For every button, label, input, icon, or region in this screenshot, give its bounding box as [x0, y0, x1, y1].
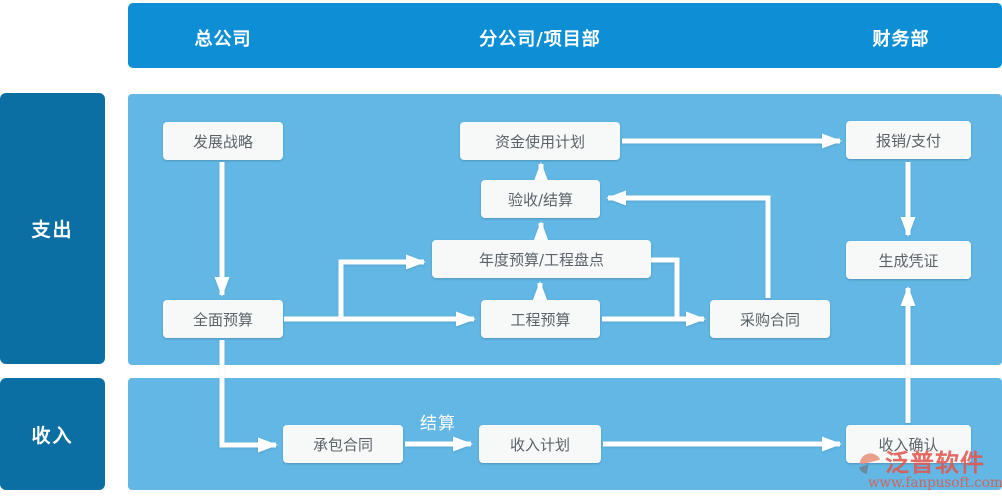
- node-contracting-contract: 承包合同: [283, 425, 403, 463]
- column-finance-dept: 财务部: [872, 29, 930, 50]
- node-acceptance-settlement: 验收/结算: [481, 180, 600, 218]
- watermark-brand: 泛普软件: [885, 448, 985, 477]
- node-comprehensive-budget: 全面预算: [163, 300, 283, 338]
- header-bar: [128, 3, 1002, 68]
- watermark-url: www.fanpusoft.com: [868, 475, 1002, 491]
- node-reimbursement-payment: 报销/支付: [846, 121, 971, 159]
- fanpu-logo-icon: [858, 453, 881, 475]
- arrow-branch-to-annual-budget: [338, 254, 427, 319]
- row-label-expenditure: 支出: [0, 93, 105, 364]
- node-fund-usage-plan: 资金使用计划: [460, 122, 620, 160]
- node-project-budget: 工程预算: [481, 300, 600, 338]
- arrow-comprehensive-budget-to-contract: [219, 340, 279, 453]
- row-label-income: 收入: [0, 378, 105, 490]
- watermark: 泛普软件 www.fanpusoft.com: [856, 449, 1002, 491]
- node-annual-budget-inventory: 年度预算/工程盘点: [432, 240, 651, 278]
- node-generate-voucher: 生成凭证: [846, 241, 971, 279]
- node-purchase-contract: 采购合同: [710, 300, 830, 338]
- column-head-office: 总公司: [194, 29, 252, 50]
- node-development-strategy: 发展战略: [163, 122, 283, 160]
- column-branch-project: 分公司/项目部: [479, 29, 601, 50]
- edge-label-settlement: 结算: [420, 414, 456, 434]
- connector-annual-budget-to-purchase-line: [651, 257, 680, 319]
- arrow-purchase-contract-to-acceptance: [605, 190, 771, 298]
- node-income-plan: 收入计划: [479, 425, 601, 463]
